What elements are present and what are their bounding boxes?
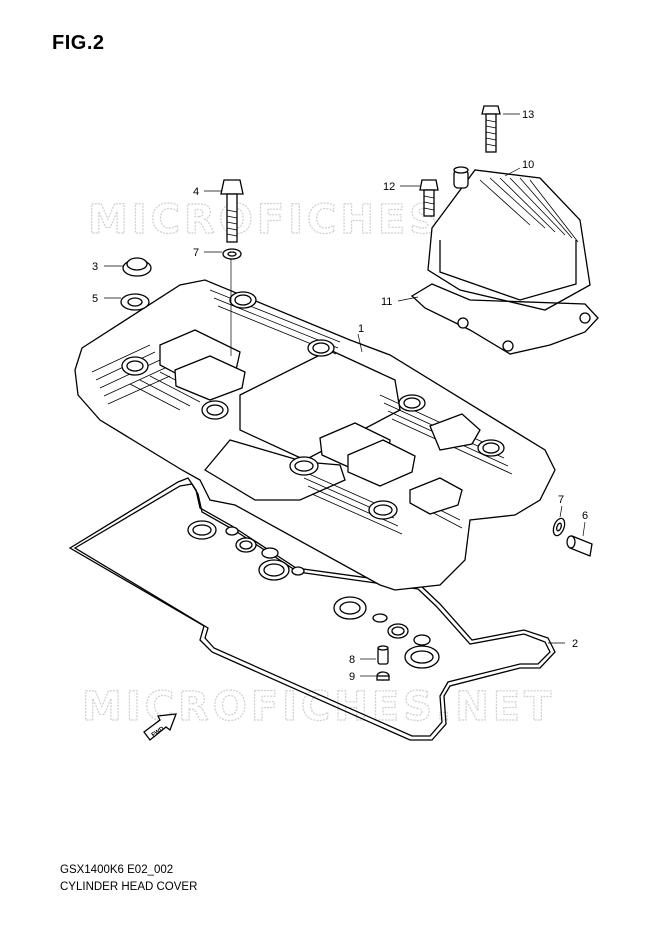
callout-13: 13 <box>522 109 534 121</box>
diagram-name: CYLINDER HEAD COVER <box>60 881 198 893</box>
callout-3: 3 <box>92 261 98 273</box>
callout-7-top: 7 <box>193 247 199 259</box>
gasket-part-2 <box>68 477 556 741</box>
bolt-part-13 <box>481 105 501 153</box>
callout-8: 8 <box>349 654 355 666</box>
o-rings-front <box>187 520 305 581</box>
callout-4: 4 <box>193 186 199 198</box>
cylinder-head-cover-part-1 <box>74 279 556 591</box>
grommet-part-3 <box>122 257 152 277</box>
callout-1: 1 <box>358 323 364 335</box>
breather-cover-part-10 <box>427 166 591 311</box>
seal-part-5 <box>120 293 150 311</box>
leader-lines <box>104 113 586 677</box>
dowel-part-8 <box>377 645 389 665</box>
forward-arrow-icon: FWD <box>143 713 177 741</box>
bolt-part-6 <box>566 535 593 557</box>
callout-11: 11 <box>381 296 392 308</box>
callout-7-right: 7 <box>558 494 564 506</box>
diagram-code: GSX1400K6 E02_002 <box>60 864 174 876</box>
ring-part-9 <box>376 671 390 681</box>
callout-9: 9 <box>349 671 355 683</box>
washer-part-7-top <box>222 248 242 260</box>
bolt-part-4 <box>220 179 244 243</box>
o-rings-rear <box>333 596 440 669</box>
callout-12: 12 <box>383 181 395 193</box>
figure-title: FIG.2 <box>52 32 105 54</box>
bolt-part-12 <box>419 179 439 217</box>
callout-5: 5 <box>92 293 98 305</box>
washer-part-7-right <box>552 517 566 537</box>
callout-2: 2 <box>572 638 578 650</box>
watermark-bottom: MICROFICHES.NET <box>82 684 555 730</box>
breather-gasket-part-11 <box>410 283 599 355</box>
callout-10: 10 <box>522 159 534 171</box>
callout-6: 6 <box>582 510 588 522</box>
callout-labels: 1 2 3 4 5 6 7 7 8 9 10 11 12 13 <box>92 109 588 683</box>
